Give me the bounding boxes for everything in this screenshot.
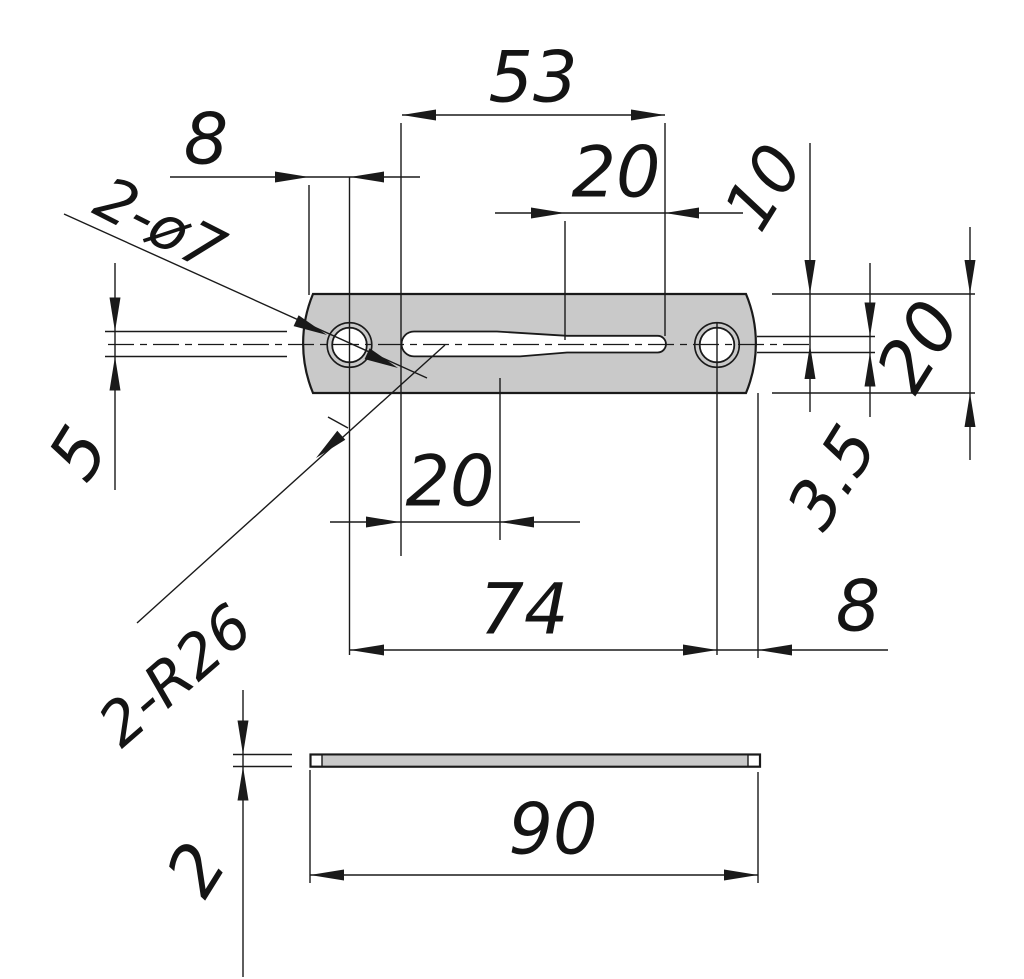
dimension-label-dim-10: 10 — [709, 131, 819, 243]
arrow-20bot-right — [500, 516, 534, 528]
dimension-label-dim-3-5: 3.5 — [772, 412, 893, 542]
arrow-leader-dia7-slot — [364, 348, 398, 368]
leader-line-dia7 — [63, 213, 428, 379]
arrow-2-top — [237, 720, 249, 755]
arrow-8top-right — [350, 171, 384, 183]
arrow-20top-right — [665, 207, 699, 219]
dimension-label-dim-8-bottom: 8 — [836, 566, 881, 648]
arrow-5-top — [109, 297, 121, 332]
leader-line-r26 — [136, 344, 446, 624]
dimension-label-dim-20-bottom: 20 — [405, 441, 494, 523]
arrow-90-right — [724, 869, 758, 881]
dimension-label-label-2-dia7: 2-ø7 — [84, 163, 236, 287]
arrow-20right-top — [964, 260, 976, 294]
arrow-8bot-right — [758, 644, 792, 656]
dimension-label-dim-74: 74 — [479, 569, 568, 651]
dimension-label-dim-5: 5 — [32, 413, 125, 494]
arrow-53-right — [631, 109, 665, 121]
arrow-10-bottom — [804, 345, 816, 379]
leader-tick-r26 — [327, 416, 349, 429]
arrow-53-left — [402, 109, 436, 121]
dimension-label-dim-53: 53 — [488, 37, 577, 119]
arrow-35-bottom — [864, 352, 876, 387]
arrowheads — [109, 109, 976, 881]
arrow-2-bottom — [237, 766, 249, 801]
arrow-74-left — [350, 644, 384, 656]
arrow-20bot-left — [366, 516, 400, 528]
side-view — [309, 753, 762, 768]
arrow-5-bottom — [109, 356, 121, 391]
dimension-label-dim-8-top: 8 — [184, 99, 229, 181]
dimension-label-dim-20-top: 20 — [571, 132, 660, 214]
side-view-face — [322, 755, 748, 766]
arrow-10-top — [804, 260, 816, 294]
arrow-20right-bottom — [964, 393, 976, 427]
dimension-label-label-2-r26: 2-R26 — [86, 591, 266, 761]
arrow-74-right — [683, 644, 717, 656]
plan-view — [302, 292, 757, 395]
dimension-label-dim-2: 2 — [150, 829, 243, 910]
dimension-label-dim-20-right: 20 — [860, 287, 977, 406]
dimension-label-dim-90: 90 — [508, 789, 597, 871]
arrow-leader-dia7-hole — [293, 315, 327, 335]
arrow-leader-r26 — [316, 430, 346, 458]
arrow-8top-left — [275, 171, 309, 183]
arrow-90-left — [310, 869, 344, 881]
arrow-35-top — [864, 302, 876, 337]
arrow-20top-left — [531, 207, 565, 219]
leader-lines — [63, 213, 446, 624]
